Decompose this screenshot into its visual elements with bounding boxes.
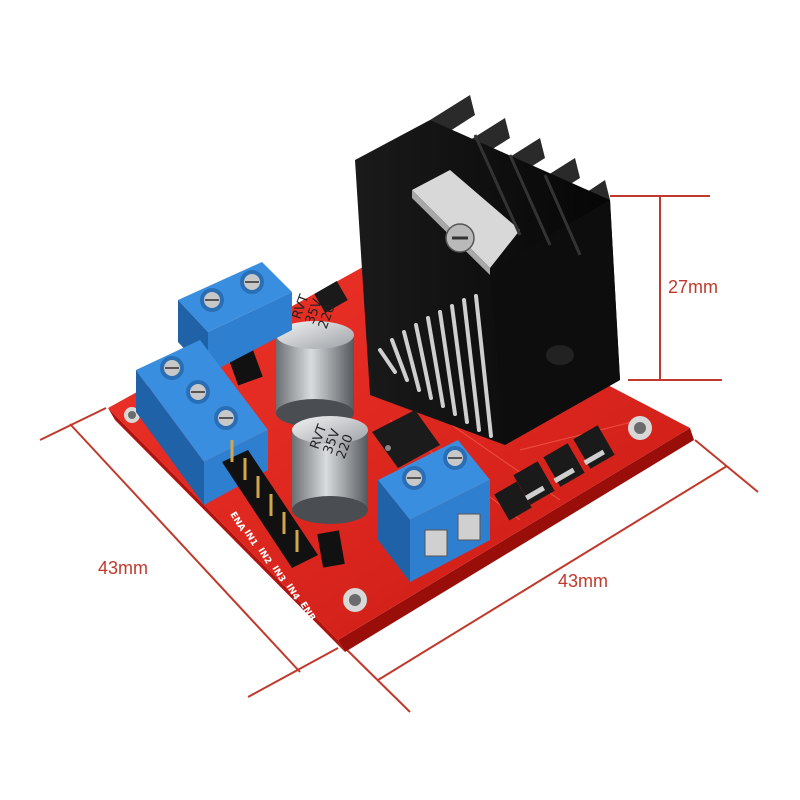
height-dimension-label: 27mm [668,277,718,297]
mounting-hole [343,588,367,612]
depth-dimension-line [69,423,301,673]
smd-diode [513,461,555,505]
dimension-lines [39,195,759,713]
capacitor: RVT 35V 220 [292,416,368,524]
smd-diode [543,443,585,487]
screw-terminal-3pos [136,340,268,505]
l298n-legs [378,294,493,438]
terminal-screw-icon [186,380,210,404]
smd-diodes [314,280,615,521]
terminal-screw-icon [240,270,264,294]
capacitor-top [276,321,354,349]
voltage-regulator [372,410,440,468]
mounting-hole [628,416,652,440]
smd-diode [494,481,532,521]
pin-header [222,440,318,568]
screw-terminal-2pos [378,440,490,582]
terminal-screw-icon [214,406,238,430]
depth-extension-bottom [247,647,339,698]
terminal-screw-icon [200,288,224,312]
capacitor-top [292,416,368,444]
smd-diode [573,425,615,469]
terminal-screw-icon [443,446,467,470]
heatsink [355,95,620,445]
terminal-screw-icon [402,466,426,490]
width-dimension-line [377,465,728,681]
l298n-tab [412,170,520,268]
screw-icon [445,223,475,253]
jumper [317,530,345,568]
depth-dimension-label: 43mm [98,558,148,578]
depth-extension-top [39,407,107,441]
capacitor: RVT 35V 220 [276,293,354,427]
width-extension-left [344,647,411,713]
terminal-screw-icon [160,356,184,380]
width-dimension-label: 43mm [558,571,608,591]
smd-diode [314,280,348,314]
